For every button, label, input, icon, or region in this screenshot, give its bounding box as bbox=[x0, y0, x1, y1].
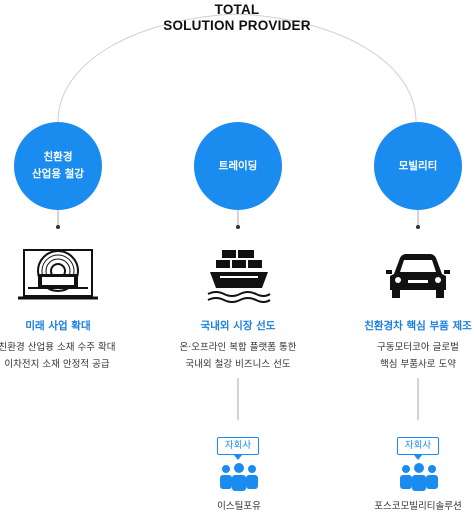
title-line-2: SOLUTION PROVIDER bbox=[163, 18, 311, 33]
circle-eco-steel: 친환경 산업용 철강 bbox=[14, 122, 102, 210]
heading-market-lead: 국내외 시장 선도 bbox=[200, 320, 276, 332]
connector-dot-right bbox=[416, 225, 420, 229]
circle-label: 트레이딩 bbox=[218, 159, 258, 172]
circle-label: 모빌리티 bbox=[398, 159, 438, 172]
desc-eco-car-parts: 구동모터코아 글로벌 핵심 부품사로 도약 bbox=[333, 339, 474, 373]
subsidiary-badge-estill: 자회사 bbox=[217, 437, 259, 455]
desc-future-business: 친환경 산업용 소재 수주 확대 이차전지 소재 안정적 공급 bbox=[0, 339, 142, 373]
desc-line: 구동모터코아 글로벌 bbox=[377, 342, 459, 353]
desc-line: 온·오프라인 복합 플랫폼 통한 bbox=[179, 342, 297, 353]
heading-future-business: 미래 사업 확대 bbox=[25, 320, 91, 332]
circle-mobility: 모빌리티 bbox=[374, 122, 462, 210]
desc-market-lead: 온·오프라인 복합 플랫폼 통한 국내외 철강 비즈니스 선도 bbox=[153, 339, 323, 373]
coil-machine-icon bbox=[18, 249, 98, 300]
company-name-posco-mobility: 포스코모빌리티솔루션 bbox=[374, 501, 462, 512]
subsidiary-badge-posco-mobility: 자회사 bbox=[397, 437, 439, 455]
desc-line: 이차전지 소재 안정적 공급 bbox=[4, 359, 110, 370]
circle-label-line-2: 산업용 철강 bbox=[32, 168, 84, 180]
desc-line: 국내외 철강 비즈니스 선도 bbox=[185, 359, 291, 370]
cargo-ship-icon bbox=[207, 250, 271, 303]
arc-connector bbox=[57, 13, 417, 123]
circle-trading: 트레이딩 bbox=[194, 122, 282, 210]
desc-line: 핵심 부품사로 도약 bbox=[380, 359, 456, 370]
badge-pointer bbox=[234, 455, 242, 460]
title-line-1: TOTAL bbox=[214, 2, 260, 17]
circle-label-line-1: 친환경 bbox=[43, 151, 73, 163]
desc-line: 친환경 산업용 소재 수주 확대 bbox=[0, 342, 116, 353]
connector-dot-left bbox=[56, 225, 60, 229]
badge-pointer bbox=[414, 455, 422, 460]
people-group-icon bbox=[400, 463, 438, 491]
people-group-icon bbox=[220, 463, 258, 491]
company-name-estill: 이스틸포유 bbox=[217, 501, 261, 512]
car-icon bbox=[386, 254, 450, 298]
connector-dot-mid bbox=[236, 225, 240, 229]
heading-eco-car-parts: 친환경차 핵심 부품 제조 bbox=[364, 320, 472, 332]
